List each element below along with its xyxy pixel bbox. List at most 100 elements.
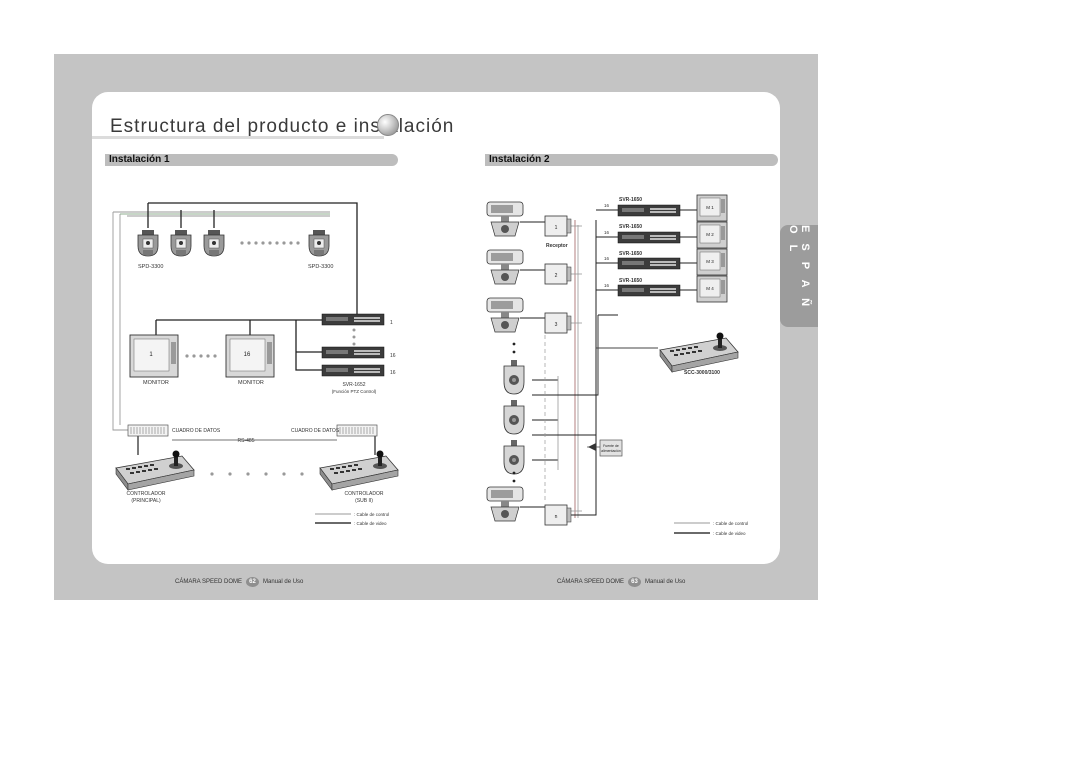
dvr-input-count: 16 [604, 230, 610, 235]
junction-box-right [336, 424, 378, 437]
monitor-1: 1 [129, 334, 179, 378]
dvr-1650 [617, 257, 681, 270]
housing-camera [486, 297, 524, 333]
title-underline [92, 136, 384, 139]
footer-product: CÁMARA SPEED DOME [175, 579, 243, 585]
dvr-input-count: 16 [604, 283, 610, 288]
receiver-number: n [555, 514, 558, 520]
legend-1: : Cable de control : Cable de video [315, 512, 389, 526]
controller-left-line1: CONTROLADOR [127, 491, 166, 497]
legend-video-label: : Cable de video [713, 531, 746, 536]
footer-left: CÁMARA SPEED DOME 62 Manual de Uso [175, 577, 303, 587]
monitor-2-number: 16 [244, 352, 251, 358]
page-number: 63 [628, 577, 642, 587]
monitor-m4: M 4 [696, 275, 728, 303]
ellipsis-dots [185, 354, 217, 358]
housing-camera [486, 486, 524, 522]
junction-label-left: CUADRO DE DATOS [172, 428, 221, 434]
pendant-dome-camera [503, 359, 525, 395]
pendant-dome-camera [503, 439, 525, 475]
dvr-model-label: SVR-1650 [619, 224, 642, 230]
bus-label: RS-485 [238, 438, 255, 444]
footer-manual: Manual de Uso [263, 579, 304, 585]
dome-camera [170, 229, 192, 257]
receiver-1: 1 [544, 215, 572, 237]
legend-2: : Cable de control : Cable de video [674, 521, 748, 536]
receiver-number: 3 [555, 322, 558, 328]
controller-keyboard [659, 332, 739, 373]
dvr-1650 [617, 284, 681, 297]
arrow-left-icon [588, 443, 596, 451]
sphere-icon [377, 114, 399, 136]
camera-label-left: SPD-3300 [138, 264, 163, 270]
power-label-line1: Fuente de [603, 444, 619, 448]
monitor-label: M 2 [706, 232, 714, 237]
power-label-line2: alimentación [601, 449, 621, 453]
installation-2-diagram: 1 Receptor 2 3 n SVR-1650 SVR-1650 SVR-1… [486, 194, 748, 536]
monitor-1-number: 1 [149, 352, 153, 358]
dvr-unit [321, 313, 385, 326]
legend-control-label: : Cable de control [354, 512, 389, 517]
receiver-number: 2 [555, 273, 558, 279]
controller-right-line1: CONTROLADOR [345, 491, 384, 497]
dvr-note-label: (Función PTZ Control) [332, 389, 377, 394]
dome-camera [203, 229, 225, 257]
dvr-model-label: SVR-1650 [619, 278, 642, 284]
footer-product: CÁMARA SPEED DOME [557, 579, 625, 585]
junction-label-right: CUADRO DE DATOS [291, 428, 340, 434]
receiver-n: n [544, 504, 572, 526]
camera-label-right: SPD-3300 [308, 264, 333, 270]
monitor-m3: M 3 [696, 248, 728, 276]
monitor-label: M 3 [706, 259, 714, 264]
controller-label: SCC-3000/3100 [684, 370, 720, 376]
installation-1-diagram: SPD-3300 SPD-3300 1 16 MONITOR MONITOR 1… [112, 202, 399, 526]
controller-keyboard-right [319, 450, 399, 491]
junction-box-left [127, 424, 169, 437]
footer-manual: Manual de Uso [645, 579, 686, 585]
dvr-model-label: SVR-1652 [342, 382, 365, 388]
monitor-2: 16 [225, 334, 275, 378]
receiver-3: 3 [544, 312, 572, 334]
dvr-number-top: 1 [390, 320, 393, 326]
power-supply: Fuente de alimentación [588, 439, 623, 457]
ellipsis-dots [512, 342, 516, 483]
dvr-number-bottom: 16 [390, 370, 396, 376]
legend-control-label: : Cable de control [713, 521, 748, 526]
controller-left-line2: (PRINCIPAL) [131, 498, 161, 504]
language-tab: E S P A Ñ O L [780, 225, 818, 327]
monitor-label: M 1 [706, 205, 714, 210]
monitor-m2: M 2 [696, 221, 728, 249]
receiver-label: Receptor [546, 243, 568, 249]
dome-camera [308, 229, 330, 257]
pendant-dome-camera [503, 399, 525, 435]
dome-camera [137, 229, 159, 257]
controller-right-line2: (SUB II) [355, 498, 373, 504]
controller-keyboard-left [115, 450, 195, 491]
receiver-2: 2 [544, 263, 572, 285]
page-number: 62 [246, 577, 260, 587]
housing-camera [486, 201, 524, 237]
footer-right: CÁMARA SPEED DOME 63 Manual de Uso [557, 577, 685, 587]
ellipsis-dots [352, 328, 356, 346]
housing-camera [486, 249, 524, 285]
legend-video-label: : Cable de video [354, 521, 387, 526]
monitor-label-1: MONITOR [143, 380, 169, 386]
ellipsis-dots [240, 241, 300, 245]
page-title: Estructura del producto e instalación [110, 116, 455, 137]
section-header-installation-2: Instalación 2 [485, 154, 778, 166]
dvr-input-count: 16 [604, 256, 610, 261]
ellipsis-dots [210, 472, 304, 476]
dvr-unit [321, 364, 385, 377]
language-tab-label: E S P A Ñ O L [787, 225, 811, 311]
content-panel [92, 92, 780, 564]
dvr-number-mid: 16 [390, 353, 396, 359]
dvr-1650 [617, 204, 681, 217]
section-title-1: Instalación 1 [109, 154, 170, 165]
dvr-input-count: 16 [604, 203, 610, 208]
dvr-model-label: SVR-1650 [619, 197, 642, 203]
dvr-unit [321, 346, 385, 359]
dvr-1650 [617, 231, 681, 244]
dvr-model-label: SVR-1650 [619, 251, 642, 257]
monitor-label: M 4 [706, 286, 714, 291]
monitor-m1: M 1 [696, 194, 728, 222]
